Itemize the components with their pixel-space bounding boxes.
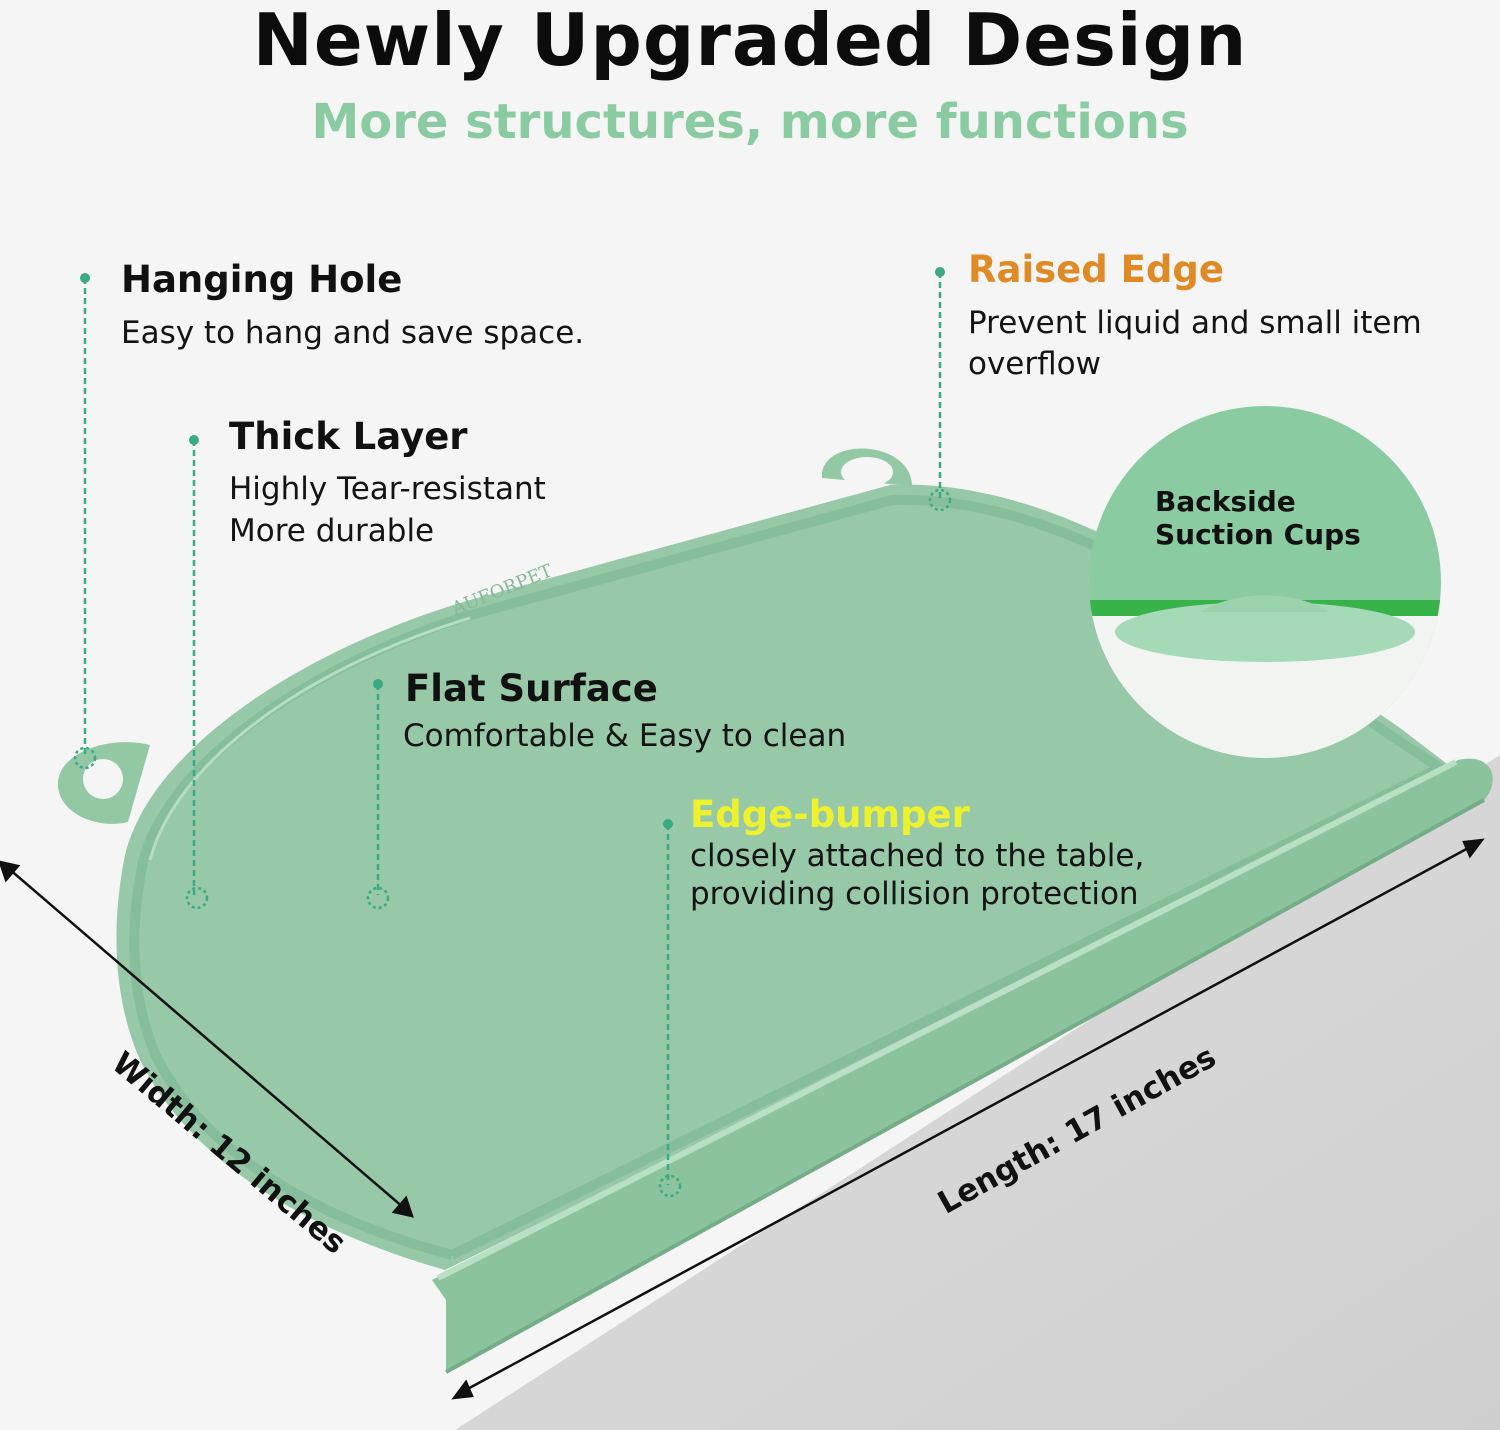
edge-bumper xyxy=(432,758,1493,1372)
pointer-dots xyxy=(80,267,945,829)
top-hanging-hole-icon xyxy=(841,457,893,487)
flat-surface-desc: Comfortable & Easy to clean xyxy=(403,718,847,754)
pointer-targets xyxy=(73,488,952,1198)
hanging-hole-desc: Easy to hang and save space. xyxy=(121,315,585,351)
thick-layer-desc-2: More durable xyxy=(229,513,435,549)
left-hanging-hole-icon xyxy=(83,759,123,799)
hanging-hole-title: Hanging Hole xyxy=(121,258,403,301)
flat-surface-title: Flat Surface xyxy=(405,667,658,710)
bumper-highlight xyxy=(436,759,1458,1281)
page-title: Newly Upgraded Design xyxy=(252,0,1248,82)
edge-bumper-desc-2: providing collision protection xyxy=(690,876,1139,912)
dimension-arrows xyxy=(0,838,1485,1400)
raised-edge-desc-1: Prevent liquid and small item xyxy=(968,305,1422,341)
thick-layer-desc-1: Highly Tear-resistant xyxy=(229,471,546,507)
pointer-lines xyxy=(83,272,942,1185)
rim-highlight xyxy=(148,616,471,861)
thick-layer-title: Thick Layer xyxy=(229,415,468,458)
edge-bumper-desc-1: closely attached to the table, xyxy=(690,838,1145,874)
suction-cups-label-2: Suction Cups xyxy=(1155,518,1361,551)
raised-edge-rim xyxy=(129,494,1451,1260)
page-subtitle: More structures, more functions xyxy=(311,94,1189,150)
raised-edge-title: Raised Edge xyxy=(968,248,1224,291)
raised-edge-desc-2: overflow xyxy=(968,346,1101,382)
bumper-shadow xyxy=(445,798,1485,1374)
suction-cups-label-1: Backside xyxy=(1155,485,1296,518)
edge-bumper-title: Edge-bumper xyxy=(690,793,970,836)
